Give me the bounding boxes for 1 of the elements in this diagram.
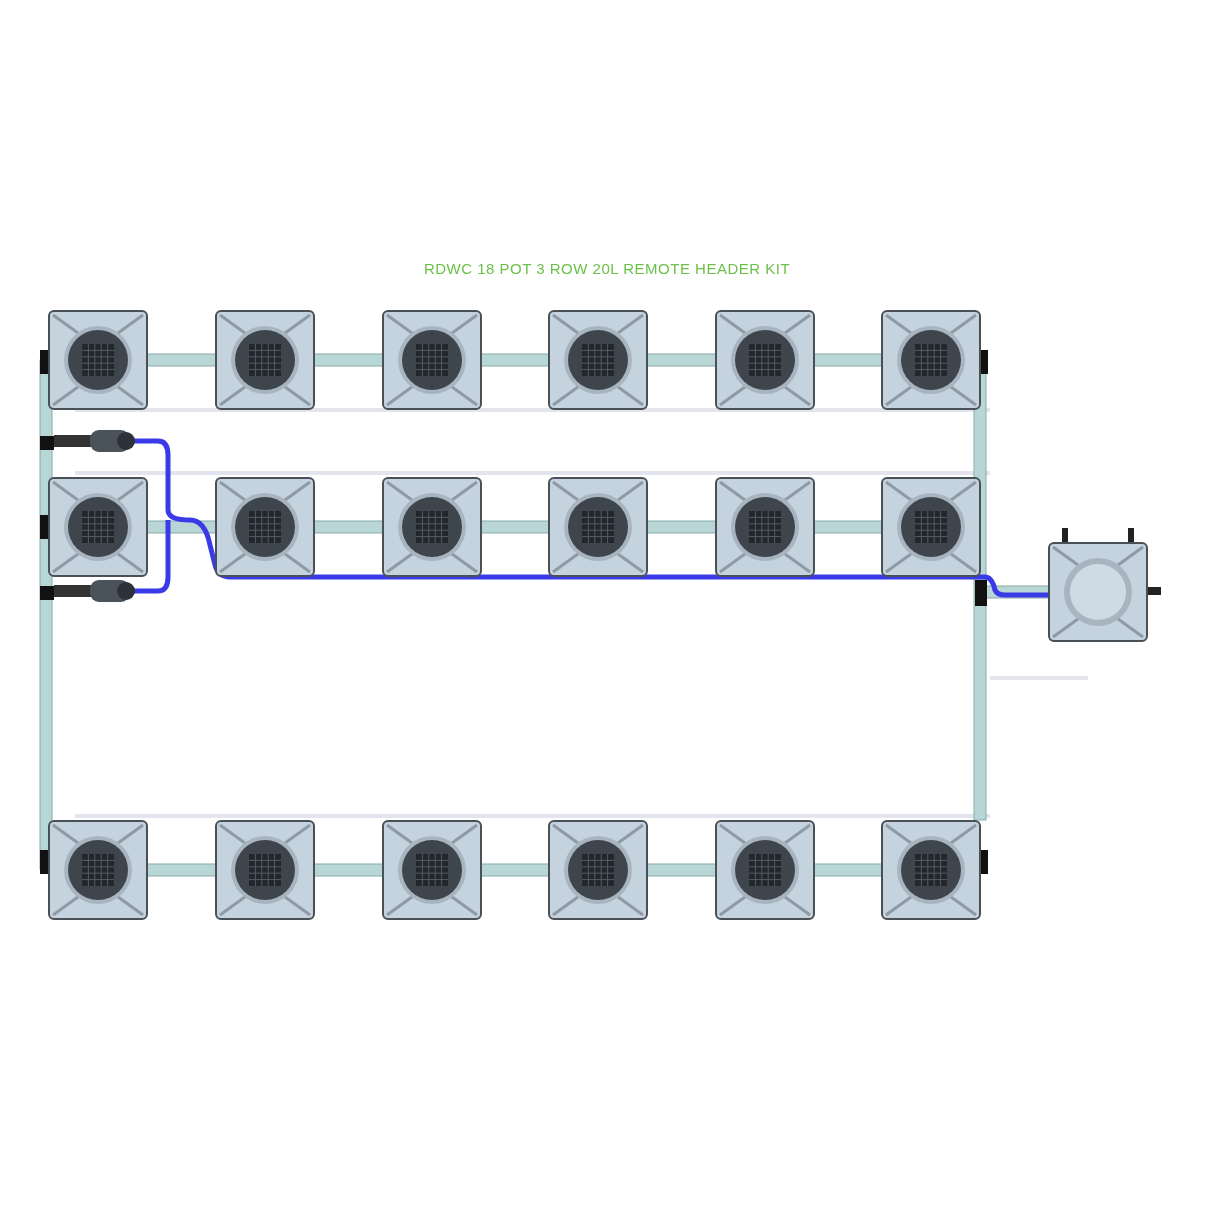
diagram-title: RDWC 18 POT 3 ROW 20L REMOTE HEADER KIT xyxy=(423,260,791,277)
